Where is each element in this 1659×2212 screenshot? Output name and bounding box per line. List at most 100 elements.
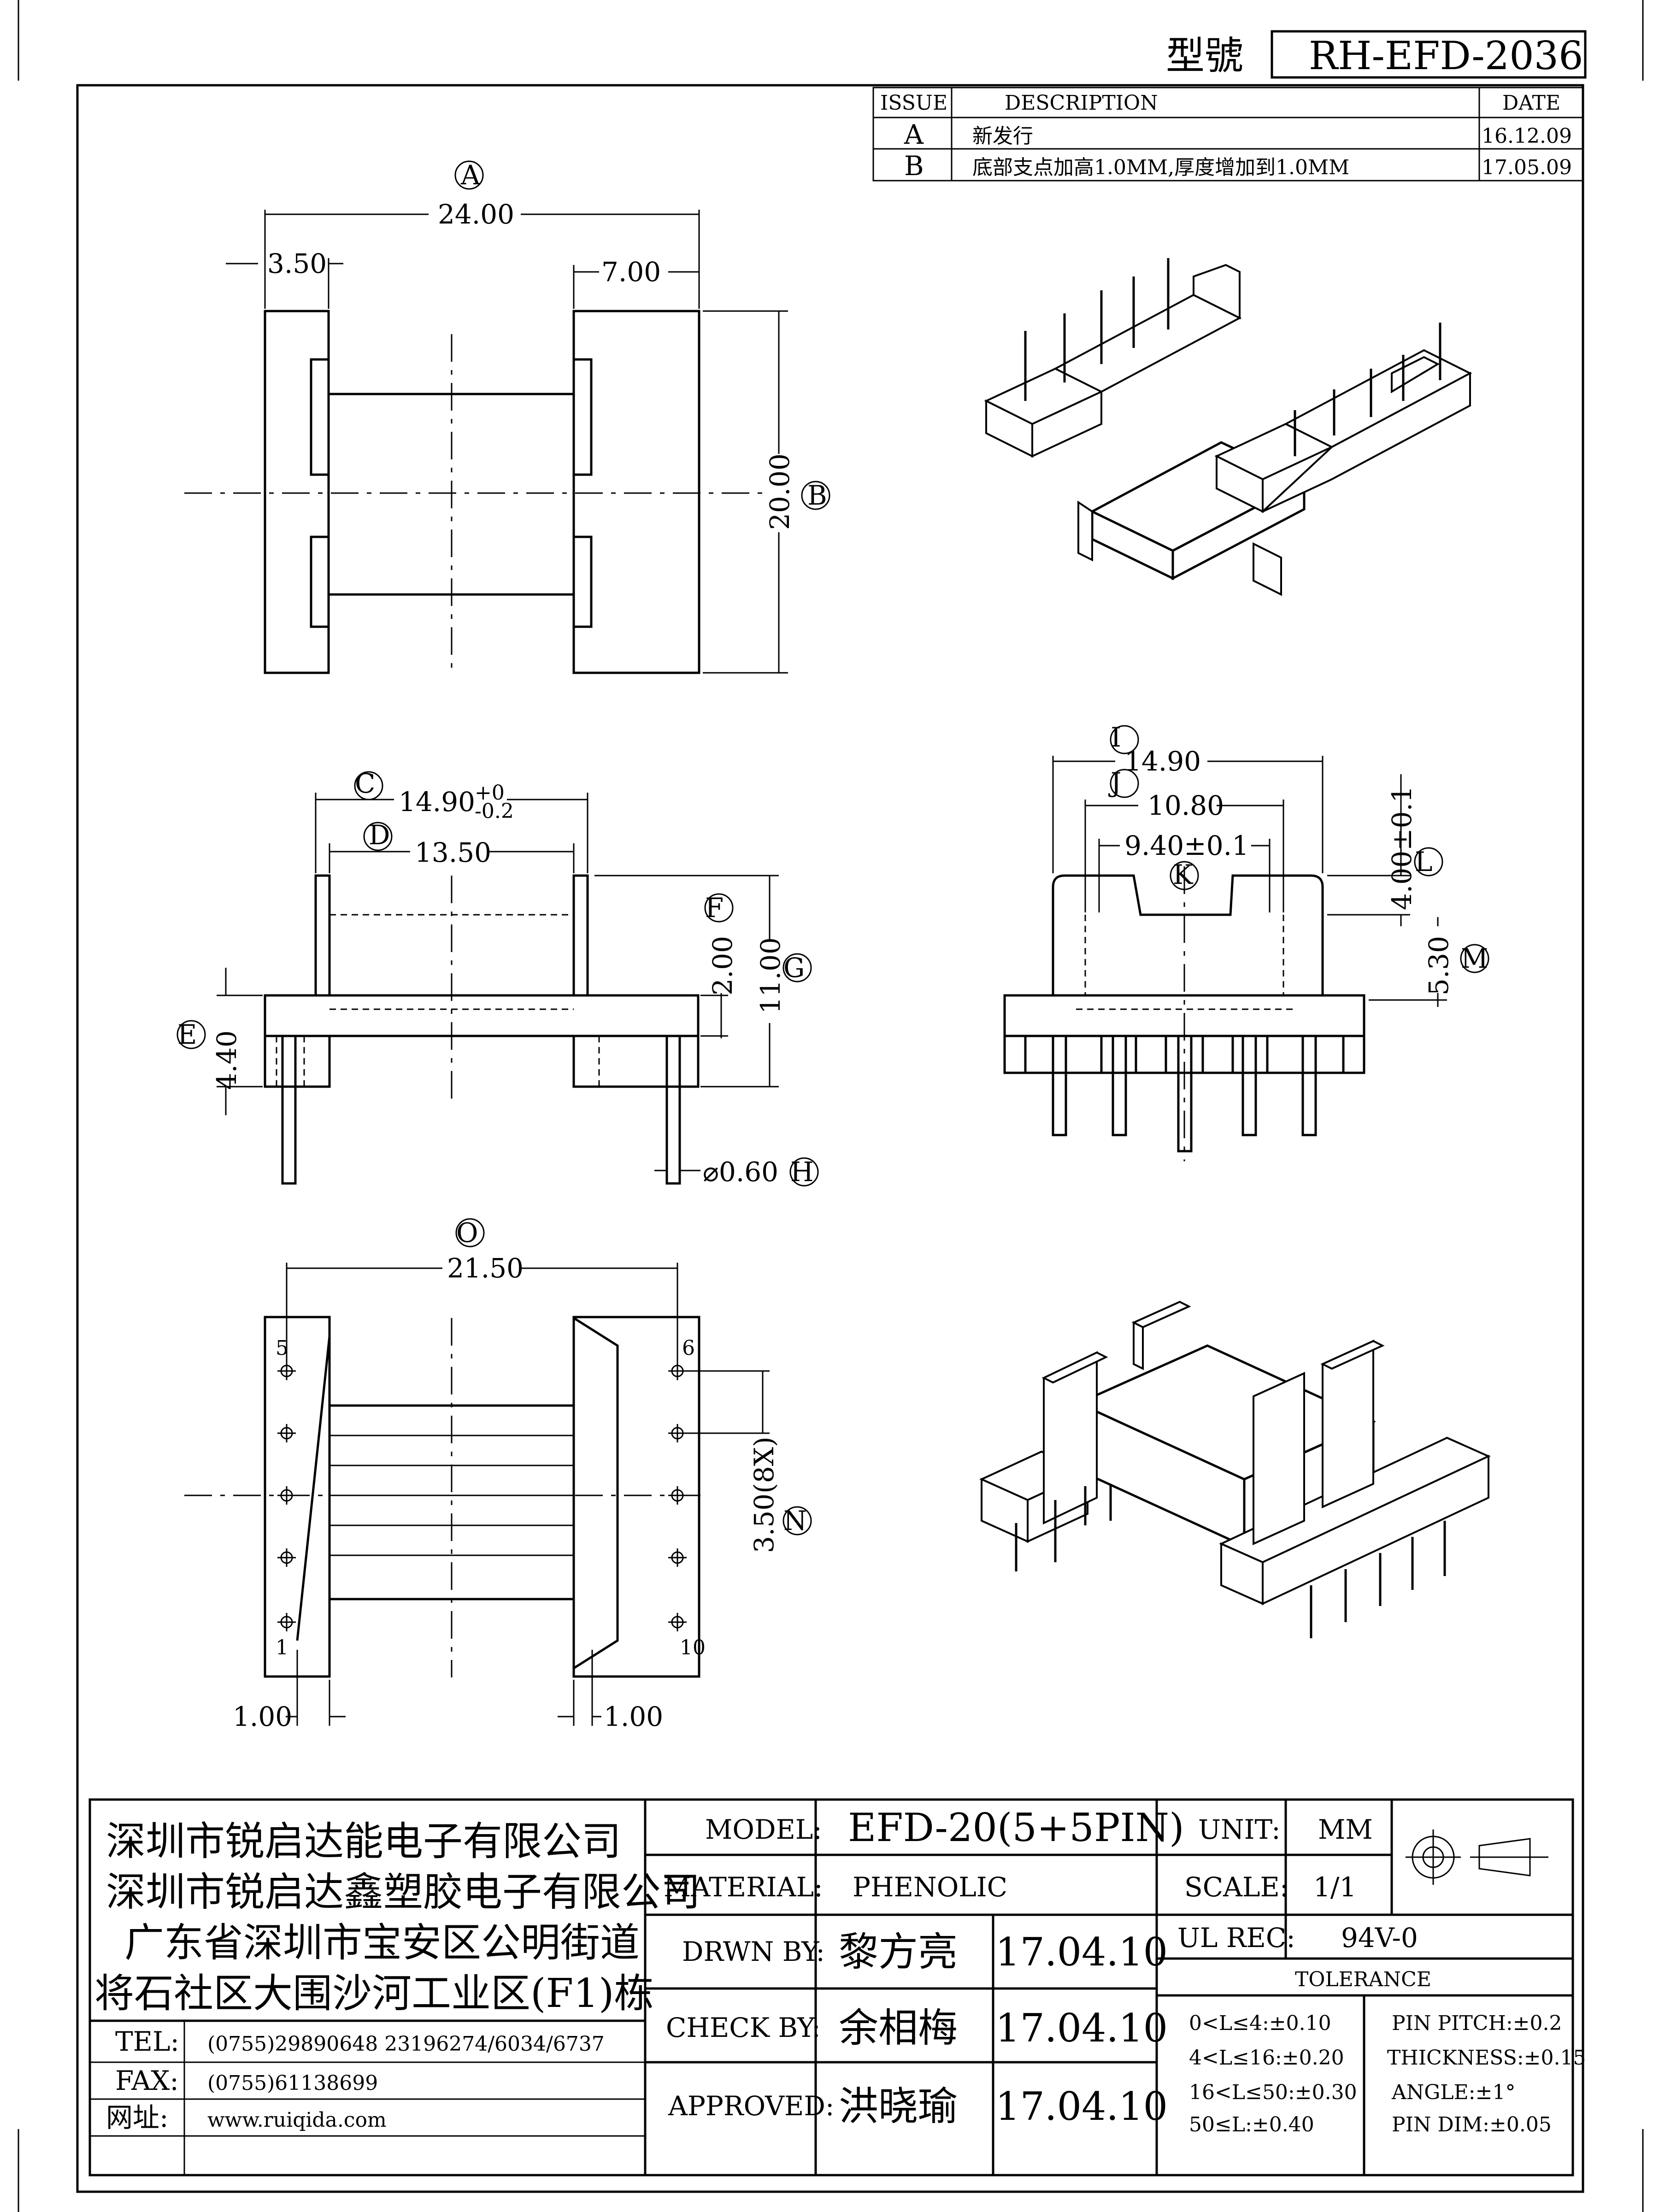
bottom-view: 5 6 1 10 — [184, 1316, 706, 1678]
dim-tag-I: I — [1111, 722, 1121, 753]
dim-tag-H: H — [790, 1156, 814, 1188]
tolerance-angle: ANGLE:±1° — [1391, 2081, 1515, 2104]
scale-label: SCALE: — [1184, 1871, 1288, 1903]
dim-tag-O: O — [456, 1217, 478, 1248]
dim-D-value: 13.50 — [415, 837, 491, 868]
title-block — [88, 1798, 1574, 2177]
checked-by-label: CHECK BY: — [666, 2012, 821, 2043]
dim-E-value: 4.40 — [211, 1030, 242, 1090]
checked-by-name: 余相梅 — [839, 2005, 958, 2051]
dim-tag-B: B — [807, 480, 827, 511]
drawn-by-label: DRWN BY: — [682, 1936, 825, 1967]
dim-N-value: 3.50(8X) — [748, 1436, 780, 1553]
revision-table: ISSUE DESCRIPTION DATE A 新发行 16.12.09 B … — [872, 87, 1584, 182]
web-value: www.ruiqida.com — [207, 2108, 387, 2132]
dimension-tag-circles — [176, 160, 1489, 1535]
isometric-view-top — [984, 258, 1472, 596]
front-view-dimensions: 14.90 I 10.80 J 9.40±0.1 K 4.00±0.1 L 5.… — [1052, 722, 1488, 1007]
dim-C-tol-lower: -0.2 — [475, 800, 514, 823]
rev-header-issue: ISSUE — [880, 91, 947, 115]
tel-label: TEL: — [115, 2026, 179, 2057]
dim-tag-G: G — [783, 952, 805, 983]
bottom-view-dimensions: O 21.50 3.50(8X) N 1.00 1.00 — [233, 1217, 807, 1732]
rev-issue: A — [904, 119, 924, 150]
tolerance-4: 50≤L:±0.40 — [1189, 2113, 1314, 2136]
scale-value: 1/1 — [1313, 1871, 1356, 1903]
rev-date: 16.12.09 — [1482, 124, 1572, 148]
approved-by-name: 洪晓瑜 — [839, 2083, 958, 2130]
tolerance-thickness: THICKNESS:±0.15 — [1387, 2046, 1586, 2070]
dim-O-value: 21.50 — [447, 1253, 524, 1284]
drawn-by-date: 17.04.10 — [995, 1930, 1168, 1975]
dim-I-value: 14.90 — [1124, 746, 1201, 777]
drawn-by-name: 黎方亮 — [839, 1929, 958, 1975]
dim-C-value: 14.90 — [399, 786, 475, 818]
ul-rec-value: 94V-0 — [1341, 1922, 1418, 1953]
dim-bottom-left-value: 1.00 — [233, 1701, 292, 1732]
dim-H-value: ⌀0.60 — [703, 1156, 778, 1188]
tolerance-pin-pitch: PIN PITCH:±0.2 — [1392, 2012, 1562, 2035]
material-label: MATERIAL: — [664, 1871, 823, 1903]
rev-description: 底部支点加高1.0MM,厚度增加到1.0MM — [972, 156, 1349, 179]
dim-tag-F: F — [705, 892, 724, 924]
rev-issue: B — [904, 150, 924, 182]
sheet-border — [76, 84, 1584, 2193]
model-value: EFD-20(5+5PIN) — [848, 1805, 1184, 1850]
dim-L-value: 4.00±0.1 — [1386, 786, 1418, 910]
tolerance-header: TOLERANCE — [1295, 1968, 1431, 1991]
unit-label: UNIT: — [1198, 1814, 1281, 1845]
dim-A-right-value: 7.00 — [601, 256, 661, 288]
company-address-1: 广东省深圳市宝安区公明街道 — [124, 1920, 640, 1966]
side-view — [264, 874, 700, 1185]
top-view — [184, 310, 770, 674]
projection-symbol-icon — [1406, 1830, 1548, 1885]
tolerance-3: 16<L≤50:±0.30 — [1189, 2081, 1357, 2104]
isometric-view-bottom — [979, 1300, 1491, 1638]
model-label: MODEL: — [705, 1814, 822, 1845]
dim-bottom-right-value: 1.00 — [604, 1701, 663, 1732]
model-number: RH-EFD-2036 — [1309, 33, 1583, 78]
rev-description: 新发行 — [972, 124, 1033, 148]
dim-tag-D: D — [369, 819, 390, 851]
dim-A-left-value: 3.50 — [267, 248, 327, 279]
company-name-2: 深圳市锐启达鑫塑胶电子有限公司 — [106, 1869, 700, 1915]
pin-number: 1 — [276, 1636, 288, 1659]
rev-header-date: DATE — [1502, 91, 1560, 115]
ul-rec-label: UL REC: — [1177, 1922, 1295, 1953]
side-view-dimensions: C 14.90 +0 -0.2 D 13.50 2.00 F 11.00 G 4… — [177, 768, 814, 1188]
dim-M-value: 5.30 — [1423, 936, 1454, 995]
rev-date: 17.05.09 — [1482, 156, 1572, 179]
approved-by-label: APPROVED: — [668, 2090, 834, 2122]
dim-K-value: 9.40±0.1 — [1124, 830, 1249, 861]
dim-tag-E: E — [177, 1019, 197, 1050]
tolerance-2: 4<L≤16:±0.20 — [1189, 2046, 1344, 2070]
front-view — [1003, 866, 1365, 1161]
dim-A-value: 24.00 — [438, 199, 514, 230]
tel-value: (0755)29890648 23196274/6034/6737 — [207, 2032, 605, 2056]
web-label: 网址: — [106, 2102, 169, 2133]
dim-J-value: 10.80 — [1147, 790, 1224, 821]
dim-tag-L: L — [1415, 846, 1433, 877]
company-name-1: 深圳市锐启达能电子有限公司 — [106, 1818, 621, 1865]
dim-G-value: 11.00 — [755, 937, 786, 1014]
dim-B-value: 20.00 — [764, 453, 795, 530]
model-number-label: 型號 — [1166, 33, 1243, 78]
model-number-box — [1271, 30, 1587, 79]
dim-C-tol-upper: +0 — [475, 781, 505, 805]
rev-header-description: DESCRIPTION — [1005, 91, 1158, 115]
top-view-dimensions: 24.00 3.50 7.00 20.00 — [226, 199, 795, 674]
checked-by-date: 17.04.10 — [995, 2006, 1168, 2051]
dim-F-value: 2.00 — [707, 936, 738, 995]
pin-number: 6 — [682, 1336, 695, 1360]
material-value: PHENOLIC — [853, 1871, 1007, 1903]
fax-label: FAX: — [115, 2065, 179, 2096]
dim-tag-A: A — [460, 159, 481, 191]
pin-number: 10 — [680, 1636, 706, 1659]
tolerance-pin-dim: PIN DIM:±0.05 — [1392, 2113, 1552, 2136]
dim-tag-N: N — [783, 1505, 807, 1536]
tolerance-1: 0<L≤4:±0.10 — [1189, 2012, 1331, 2035]
unit-value: MM — [1318, 1814, 1373, 1845]
approved-by-date: 17.04.10 — [995, 2084, 1168, 2129]
fax-value: (0755)61138699 — [207, 2071, 378, 2095]
